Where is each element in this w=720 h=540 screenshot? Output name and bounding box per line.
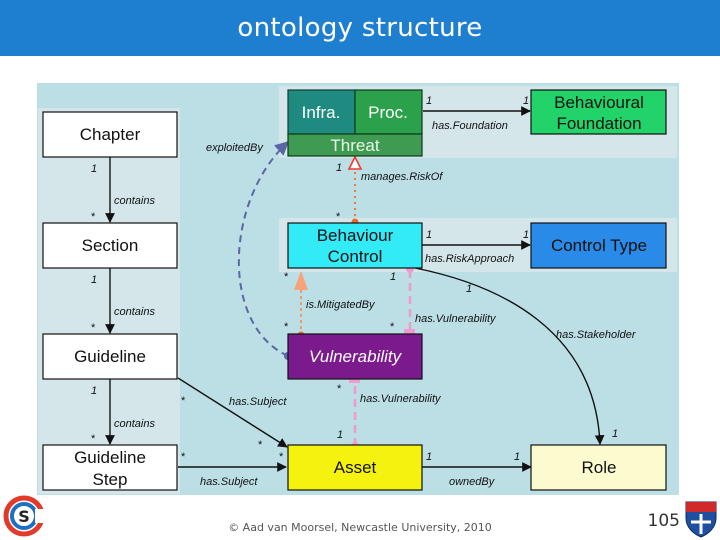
node-control-type-label: Control Type bbox=[551, 236, 647, 255]
node-guideline-label: Guideline bbox=[74, 347, 146, 366]
mult-manages-threat: 1 bbox=[336, 162, 342, 174]
node-role-label: Role bbox=[582, 458, 617, 477]
edge-label-is-mitigated-by: is.MitigatedBy bbox=[306, 299, 376, 311]
node-proc[interactable] bbox=[354, 89, 423, 135]
node-behaviour-control-label-1: Behaviour bbox=[317, 226, 394, 245]
edge-vuln-threat bbox=[237, 141, 290, 357]
node-chapter-label: Chapter bbox=[80, 125, 141, 144]
node-vulnerability-label: Vulnerability bbox=[309, 347, 403, 366]
node-behavioural-foundation-label-1: Behavioural bbox=[554, 93, 644, 112]
mult-owned-asset: 1 bbox=[426, 451, 432, 463]
mult-risk-approach-src: 1 bbox=[426, 229, 432, 241]
university-logo-icon: S bbox=[3, 495, 47, 537]
edge-label-manages-risk-of: manages.RiskOf bbox=[361, 171, 443, 183]
node-proc-label: Proc. bbox=[368, 103, 408, 122]
mult-section-guideline-src: 1 bbox=[91, 274, 97, 286]
mult-vulnerability-vuln-bottom: * bbox=[337, 383, 342, 395]
mult-vulnerability-asset: 1 bbox=[337, 429, 343, 441]
node-guideline-step-label-1: Guideline bbox=[74, 448, 146, 467]
node-role[interactable] bbox=[530, 444, 667, 491]
logo-letter: S bbox=[18, 507, 30, 526]
edge-label-has-stakeholder: has.Stakeholder bbox=[556, 329, 637, 341]
mult-stakeholder-role: 1 bbox=[612, 428, 618, 440]
edge-label-contains-1: contains bbox=[114, 195, 155, 207]
node-guideline-step[interactable] bbox=[42, 444, 178, 491]
mult-vulnerability-vuln-top: * bbox=[390, 321, 395, 333]
edge-label-exploited-by: exploitedBy bbox=[206, 142, 264, 154]
page-title: ontology structure bbox=[237, 13, 483, 43]
edge-label-has-risk-approach: has.RiskApproach bbox=[425, 253, 514, 265]
mult-vulnerability-control: 1 bbox=[390, 271, 396, 283]
mult-section-guideline-dst: * bbox=[91, 322, 96, 334]
mult-mitigated-vuln: * bbox=[284, 321, 289, 333]
node-infra-label: Infra. bbox=[302, 103, 341, 122]
mult-subject-guideline: * bbox=[181, 395, 186, 407]
node-threat-label: Threat bbox=[330, 136, 379, 155]
mult-risk-approach-dst: 1 bbox=[523, 229, 529, 241]
mult-guideline-step-src: 1 bbox=[91, 385, 97, 397]
page-number: 105 bbox=[647, 511, 680, 531]
node-behaviour-control[interactable] bbox=[287, 222, 423, 269]
arrowhead-control bbox=[294, 271, 308, 290]
mult-guideline-step-dst: * bbox=[91, 433, 96, 445]
node-vulnerability[interactable] bbox=[287, 333, 423, 380]
node-guideline-step-label-2: Step bbox=[93, 470, 128, 489]
edge-label-has-foundation: has.Foundation bbox=[432, 120, 508, 132]
mult-subject-step: * bbox=[181, 451, 186, 463]
edge-label-has-subject-2: has.Subject bbox=[200, 476, 258, 488]
mult-chapter-section-src: 1 bbox=[91, 163, 97, 175]
left-panel bbox=[38, 108, 180, 494]
node-threat[interactable] bbox=[287, 133, 423, 157]
edge-label-has-vulnerability-2: has.Vulnerability bbox=[360, 393, 442, 405]
shield-crest-icon bbox=[685, 501, 717, 538]
node-control-type[interactable] bbox=[530, 222, 667, 269]
edge-label-owned-by: ownedBy bbox=[449, 476, 496, 488]
node-asset-label: Asset bbox=[334, 458, 377, 477]
footer-copyright: © Aad van Moorsel, Newcastle University,… bbox=[228, 521, 492, 534]
mult-stakeholder-control: 1 bbox=[466, 283, 472, 295]
node-behaviour-control-label-2: Control bbox=[328, 247, 383, 266]
node-section[interactable] bbox=[42, 222, 178, 269]
edge-label-contains-2: contains bbox=[114, 306, 155, 318]
node-chapter[interactable] bbox=[42, 111, 178, 158]
mult-owned-role: 1 bbox=[514, 451, 520, 463]
edge-label-has-vulnerability-1: has.Vulnerability bbox=[415, 313, 497, 325]
node-section-label: Section bbox=[82, 236, 139, 255]
node-behavioural-foundation[interactable] bbox=[530, 89, 667, 135]
node-behavioural-foundation-label-2: Foundation bbox=[556, 114, 641, 133]
edge-label-has-subject-1: has.Subject bbox=[229, 396, 287, 408]
mult-mitigated-control: * bbox=[284, 271, 289, 283]
mult-subject-asset-top: * bbox=[258, 439, 263, 451]
node-asset[interactable] bbox=[287, 444, 423, 491]
mult-chapter-section-dst: * bbox=[91, 211, 96, 223]
edge-control-role bbox=[414, 267, 605, 445]
title-bar bbox=[0, 0, 720, 56]
edge-guideline-asset bbox=[177, 377, 288, 448]
mult-manages-control: * bbox=[336, 211, 341, 223]
node-guideline[interactable] bbox=[42, 333, 178, 380]
edge-label-contains-3: contains bbox=[114, 418, 155, 430]
mult-foundation-dst: 1 bbox=[523, 95, 529, 107]
inheritance-triangle-threat bbox=[347, 155, 363, 170]
mult-subject-asset-left: * bbox=[279, 451, 284, 463]
mult-foundation-src: 1 bbox=[426, 95, 432, 107]
